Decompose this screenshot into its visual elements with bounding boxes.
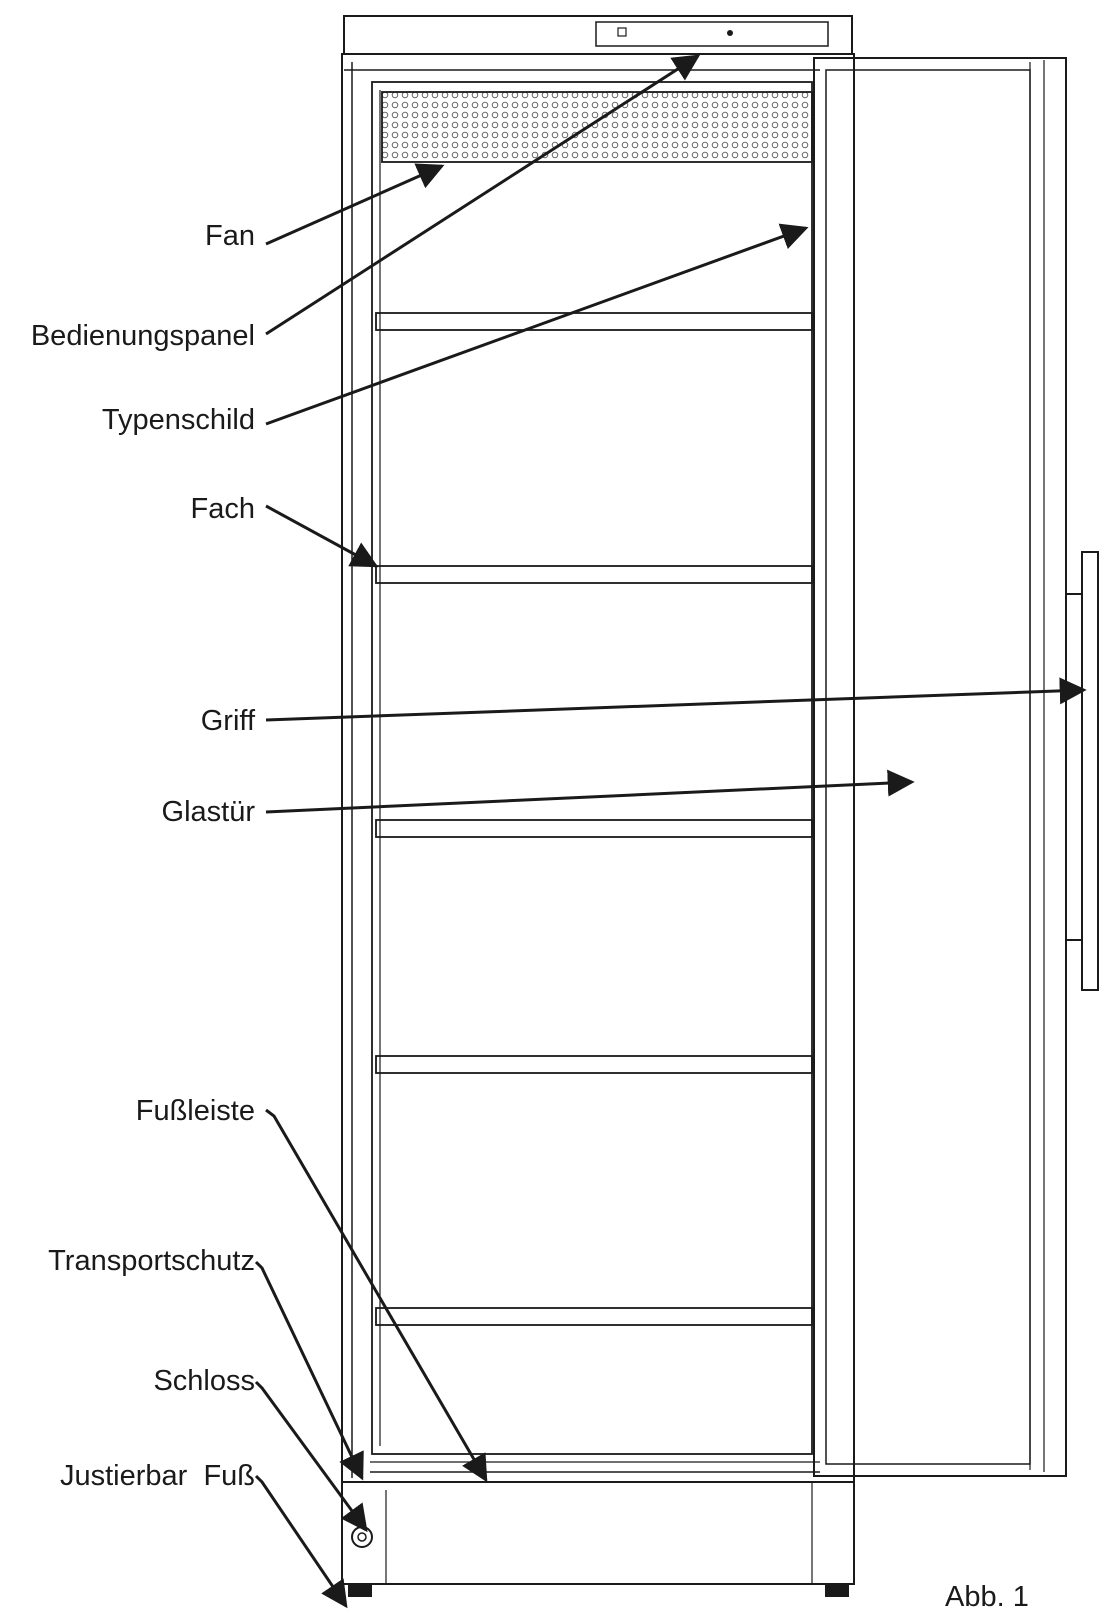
leader-fussleiste — [265, 1108, 488, 1483]
shelf — [375, 1055, 813, 1074]
leader-transportschutz — [254, 1260, 364, 1481]
shelves — [375, 312, 813, 1326]
label-justierbar-fuss: Justierbar Fuß — [60, 1460, 255, 1492]
leader-schloss — [254, 1380, 368, 1533]
shelf — [375, 819, 813, 838]
lock — [351, 1526, 373, 1548]
leader-glastuer — [265, 769, 915, 814]
label-fussleiste: Fußleiste — [135, 1095, 255, 1127]
shelf — [375, 1307, 813, 1326]
figure-caption: Abb. 1 — [945, 1581, 1029, 1613]
callout-lines — [254, 54, 1087, 1609]
label-glastuer: Glastür — [161, 796, 255, 828]
base-plate — [341, 1481, 855, 1585]
glass-door — [813, 57, 1067, 1477]
label-griff: Griff — [200, 705, 255, 737]
leader-bedienungspanel — [265, 54, 701, 336]
leader-typenschild — [265, 223, 809, 426]
adjustable-foot-left — [348, 1583, 372, 1597]
cabinet-body — [341, 53, 855, 1483]
label-schloss: Schloss — [153, 1365, 255, 1397]
label-bedienungspanel: Bedienungspanel — [30, 320, 255, 352]
fan-grille — [381, 91, 813, 163]
leader-fan — [265, 163, 445, 246]
shelf — [375, 565, 813, 584]
control-display — [595, 21, 829, 47]
control-knob — [727, 30, 733, 36]
shelf — [375, 312, 813, 331]
leader-fach — [265, 504, 379, 568]
label-fan: Fan — [205, 220, 255, 252]
inner-liner — [371, 81, 813, 1455]
label-typenschild: Typenschild — [101, 404, 255, 436]
door-handle — [1066, 551, 1099, 991]
label-fach: Fach — [190, 493, 255, 525]
adjustable-foot-right — [825, 1583, 849, 1597]
cabinet — [341, 15, 1099, 1597]
label-transportschutz: Transportschutz — [48, 1245, 255, 1277]
leader-justierbar-fuss — [254, 1474, 348, 1609]
leader-griff — [265, 677, 1087, 722]
